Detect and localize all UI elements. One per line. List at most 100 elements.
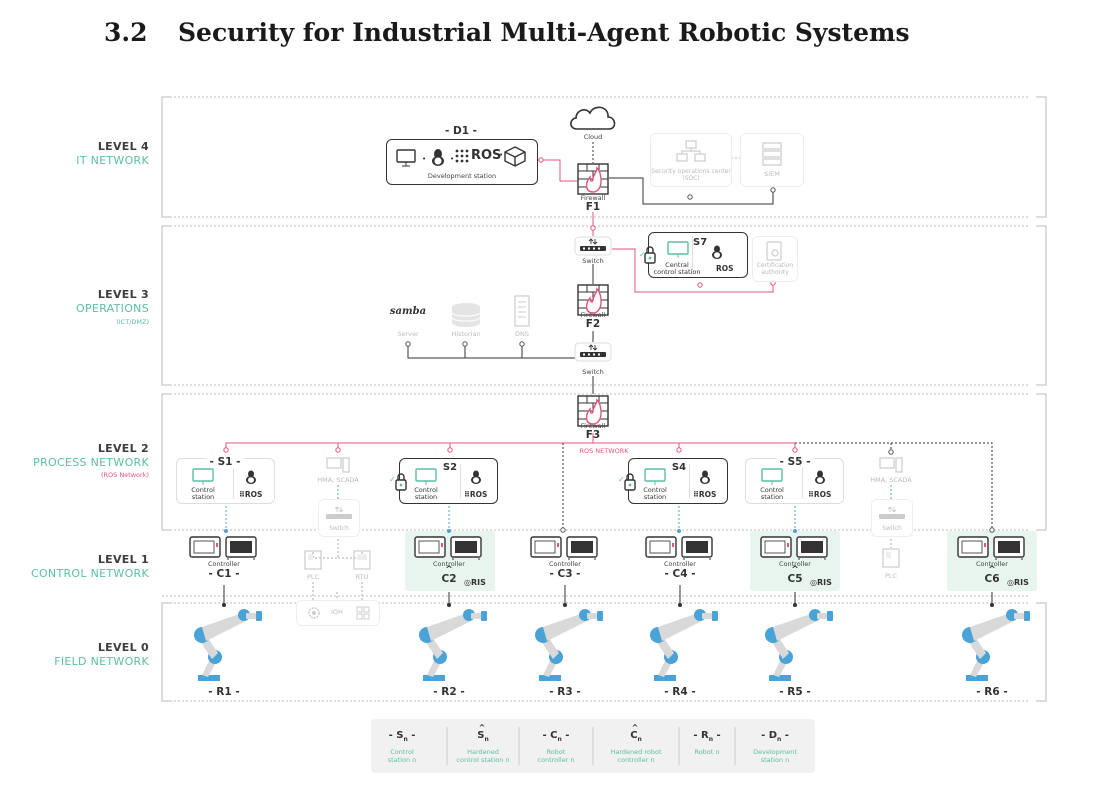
legend-symbol-sub: n — [403, 736, 408, 743]
s5-ros-label: ⠿ROS — [808, 490, 832, 499]
controller-2-icon — [414, 536, 482, 560]
controller-3-label: Controller — [549, 560, 581, 568]
linux-icon — [712, 245, 722, 259]
level-0-subtitle: FIELD NETWORK — [54, 655, 149, 668]
firewall-f1-id: F1 — [585, 201, 601, 213]
s5-id: - S5 - — [776, 456, 814, 468]
s4-lock-icon — [624, 473, 636, 491]
s1-monitor-icon — [192, 468, 214, 485]
controller-5-hardened-hat: ^ — [791, 565, 799, 575]
rtu-icon — [353, 550, 371, 570]
legend-text-5: Robot n — [694, 748, 719, 756]
robot-arm-2-icon — [419, 609, 487, 681]
dev-station-d1: • • ROS • Development station — [386, 139, 538, 185]
legend-text-line2: station n — [387, 756, 417, 764]
legend-symbol-suffix: - — [781, 730, 789, 741]
s4-monitor-icon — [644, 468, 666, 485]
firewall-f2-icon — [577, 284, 609, 316]
legend-symbol-2: Sn — [477, 730, 488, 743]
level-4-name: LEVEL 4 — [97, 140, 149, 153]
s1-linux-icon — [246, 470, 256, 484]
s5-monitor-icon — [761, 468, 783, 485]
s4-label-line1: Control — [643, 486, 667, 494]
s2-divider — [460, 464, 461, 498]
firewall-f2-label: Firewall — [580, 311, 606, 319]
plc-left-label: PLC — [306, 573, 320, 581]
legend-text-line1: Robot n — [694, 748, 720, 756]
robot-1-label: - R1 - — [208, 686, 240, 698]
controller-4: Controller- C4 - — [644, 535, 716, 591]
level-4-subtitle: IT NETWORK — [76, 154, 149, 167]
controller-3: Controller- C3 - — [529, 535, 601, 591]
robot-arm-5-icon — [765, 609, 833, 681]
legend-symbol-sub: n — [557, 736, 562, 743]
check-mark-icon: ✓ — [639, 250, 646, 259]
hmi-left-label: HMA, SCADA — [317, 476, 359, 484]
central-monitor-icon — [667, 241, 689, 258]
s4-id: S4 — [671, 462, 687, 473]
hmi-left-icon — [326, 457, 350, 473]
switch-left-icon — [326, 506, 352, 519]
firewall-f3-id: F3 — [585, 429, 601, 441]
field-device-gear-icon — [308, 607, 320, 619]
s5-label-line2: station — [760, 493, 784, 501]
level-1-subtitle: CONTROL NETWORK — [30, 567, 149, 580]
switch-top-label: Switch — [582, 257, 604, 265]
level-0-name: LEVEL 0 — [97, 641, 149, 654]
svg-text:•: • — [422, 155, 426, 163]
legend-symbol-4: Cn — [630, 730, 642, 743]
s1-id-text: S1 — [217, 456, 233, 468]
cloud-label: Cloud — [583, 133, 603, 141]
controller-6-ris-label: ◎RIS — [1007, 578, 1029, 587]
field-device-grid-icon — [356, 606, 370, 620]
s4-ros-label: ⠿ROS — [693, 490, 717, 499]
s1-id: - S1 - — [206, 456, 244, 468]
central-ros-label: ROS — [716, 264, 734, 273]
legend-symbol-main: C — [630, 730, 638, 741]
hmi-right-label: HMA, SCADA — [870, 476, 912, 484]
server-label: Server — [397, 330, 419, 338]
legend-text-line1: Development — [753, 748, 797, 756]
s2-check-icon: ✓ — [389, 475, 396, 484]
robot-5-label: - R5 - — [779, 686, 811, 698]
s1-ros-label: ⠿ROS — [239, 490, 263, 499]
legend-text-line1: Control — [390, 748, 414, 756]
controller-1-icon — [189, 536, 257, 560]
siem-label: SIEM — [764, 170, 780, 178]
robot-4-label: - R4 - — [664, 686, 696, 698]
legend-hardened-hat-4: ^ — [631, 723, 639, 732]
legend-text-line2: controller n — [537, 756, 575, 764]
legend-symbol-main: - S — [388, 730, 404, 741]
s2-label-line1: Control — [414, 486, 438, 494]
svg-text:•: • — [499, 151, 503, 159]
section-number: 3.2 — [104, 18, 148, 47]
robot-3-label: - R3 - — [549, 686, 581, 698]
s4-ros-text: ROS — [698, 490, 717, 499]
firewall-f3-icon — [577, 395, 609, 427]
s5-ros-text: ROS — [813, 490, 832, 499]
central-label-line2: control station — [653, 268, 701, 276]
dev-station-icons: • • — [396, 149, 454, 167]
legend-text-line2: control station n — [456, 756, 510, 764]
switch-right-label: Switch — [882, 525, 902, 532]
rtu-label: RTU — [355, 573, 369, 581]
s1-ros-text: ROS — [244, 490, 263, 499]
legend-symbol-main: - D — [761, 730, 778, 741]
s1-divider — [233, 464, 234, 498]
robot-6-label: - R6 - — [976, 686, 1008, 698]
level-3-name: LEVEL 3 — [97, 288, 149, 301]
legend-symbol-1: - Sn - — [389, 730, 416, 743]
robot-2-label: - R2 - — [433, 686, 465, 698]
legend-text-line2: station n — [760, 756, 790, 764]
switch-bottom-icon — [574, 342, 612, 362]
